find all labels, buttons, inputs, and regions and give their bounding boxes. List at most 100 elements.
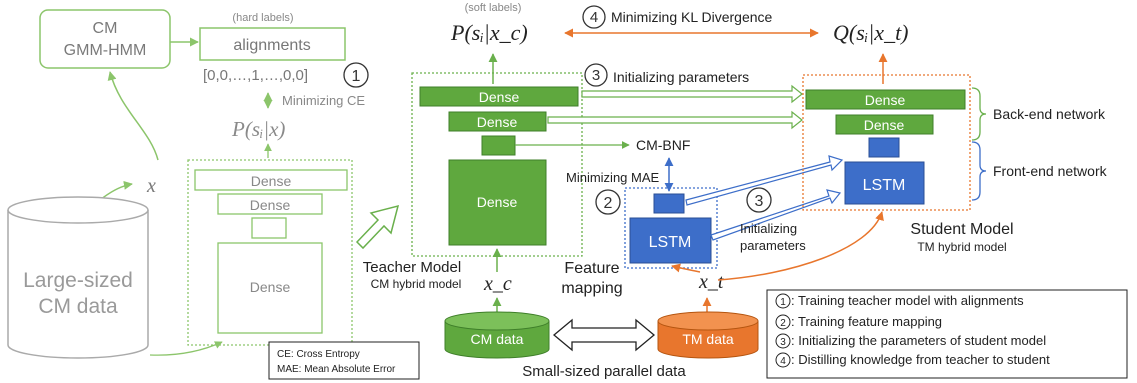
student-dense1 [805, 89, 966, 110]
legend-num-1: 1 [780, 297, 786, 308]
student-dense1-label: Dense [865, 92, 906, 108]
init-arrow-lstm-to-lstm [710, 189, 842, 241]
init-arrow-lstm-to-block [685, 155, 844, 206]
teacher-subtitle: CM hybrid model [371, 277, 462, 291]
xt-var: x_t [698, 271, 724, 293]
large-data-line1: Large-sized [23, 269, 133, 292]
front-end-brace [971, 141, 987, 201]
student-title: Student Model [910, 221, 1013, 238]
init-params-b-line2: parameters [740, 238, 806, 253]
left-dense1 [194, 169, 348, 191]
init-arrow-dense1 [581, 84, 803, 104]
step2-number: 2 [604, 195, 613, 212]
teacher-p-formula: P(sᵢ|x_c) [450, 20, 528, 45]
xc-var: x_c [483, 273, 512, 295]
feature-mapping-frame [624, 187, 718, 269]
parallel-data-label: Small-sized parallel data [522, 363, 686, 380]
legend-item-4: 4 : Distilling knowledge from teacher to… [775, 352, 1050, 368]
teacher-dense-big [448, 159, 547, 246]
student-dense2 [835, 114, 934, 135]
front-end-label: Front-end network [993, 163, 1108, 179]
teacher-dense2 [448, 111, 547, 132]
step3-badge [584, 63, 608, 87]
left-dense2 [217, 193, 323, 215]
feature-mapping-line1: Feature [564, 260, 619, 277]
teacher-title: Teacher Model [363, 259, 461, 276]
left-dense1-label: Dense [251, 173, 292, 189]
label-sequence: [0,0,…,1,…,0,0] [203, 67, 308, 84]
tm-data-label: TM data [682, 331, 734, 347]
alignments-box [199, 27, 346, 61]
step4-badge [582, 5, 606, 29]
cm-box-line1: CM [93, 20, 118, 37]
abbr-line1: CE: Cross Entropy [277, 349, 360, 360]
cm-bnf-label: CM-BNF [636, 137, 690, 153]
alignments-label: alignments [233, 37, 310, 54]
left-network-frame [187, 159, 353, 346]
left-dense-big-label: Dense [250, 279, 291, 295]
legend-item-2: 2 : Training feature mapping [775, 314, 942, 330]
init-arrow-dense2 [547, 110, 803, 130]
cm-gmm-hmm-box: CM GMM-HMM [39, 9, 171, 69]
legend-num-2: 2 [780, 318, 786, 329]
large-cm-data-cylinder: Large-sized CM data [7, 196, 149, 359]
teacher-dense-big-label: Dense [477, 194, 518, 210]
step4-number: 4 [590, 9, 598, 26]
xt-to-student-arrow [717, 211, 884, 281]
left-p-formula: P(sᵢ|x) [231, 117, 285, 141]
feature-mapping-line2: mapping [561, 280, 622, 297]
left-bottleneck [251, 217, 287, 239]
step3-number: 3 [592, 67, 600, 84]
large-data-line2: CM data [38, 295, 118, 318]
legend-text-3: : Initializing the parameters of student… [791, 333, 1046, 348]
init-params-b-line1: Initializing [740, 221, 797, 236]
kl-label: Minimizing KL Divergence [611, 9, 773, 25]
left-dense-big [217, 242, 323, 334]
teacher-bottleneck [481, 135, 516, 156]
data-to-left-network-arrow [149, 341, 223, 356]
student-block [868, 137, 900, 158]
step3b-badge [746, 187, 772, 213]
student-lstm-label: LSTM [863, 177, 906, 194]
min-mae-label: Minimizing MAE [566, 170, 660, 185]
fm-lstm-label: LSTM [649, 234, 692, 251]
tm-data-cylinder: TM data [657, 311, 759, 359]
legend-text-1: : Training teacher model with alignments [791, 293, 1024, 308]
parallel-data-arrow [552, 318, 656, 352]
student-q-formula: Q(sᵢ|x_t) [833, 20, 909, 45]
cm-data-cylinder: CM data [444, 311, 550, 359]
student-subtitle: TM hybrid model [917, 240, 1006, 254]
fm-lstm-block [629, 217, 712, 264]
legend-box [766, 289, 1128, 379]
hard-labels-label: (hard labels) [232, 12, 293, 24]
legend-text-2: : Training feature mapping [791, 314, 942, 329]
fm-output-block [653, 193, 685, 214]
cm-box-line2: GMM-HMM [64, 42, 147, 59]
back-end-brace [971, 87, 987, 141]
student-network-frame [802, 74, 971, 211]
back-end-label: Back-end network [993, 106, 1106, 122]
xt-to-fm-arrow [671, 263, 701, 273]
step3b-number: 3 [755, 193, 764, 210]
teacher-dense1 [419, 86, 579, 107]
step1-badge [343, 62, 369, 88]
legend-item-1: 1 : Training teacher model with alignmen… [775, 293, 1024, 309]
min-ce-label: Minimizing CE [282, 93, 365, 108]
left-x-var: x [146, 175, 156, 197]
x-to-gmm-arrow [107, 71, 159, 161]
teacher-dense1-label: Dense [479, 89, 520, 105]
soft-labels-label: (soft labels) [465, 2, 522, 14]
abbreviation-box [268, 341, 420, 380]
cm-data-label: CM data [471, 331, 524, 347]
legend-text-4: : Distilling knowledge from teacher to s… [791, 352, 1050, 367]
transfer-hollow-arrow [355, 204, 400, 250]
student-lstm [844, 161, 925, 205]
legend-num-4: 4 [780, 356, 786, 367]
teacher-dense2-label: Dense [477, 114, 518, 130]
legend-item-3: 3 : Initializing the parameters of stude… [775, 333, 1046, 349]
step2-badge [595, 189, 621, 215]
student-dense2-label: Dense [864, 117, 905, 133]
legend-num-3: 3 [780, 337, 786, 348]
abbr-line2: MAE: Mean Absolute Error [277, 364, 396, 375]
